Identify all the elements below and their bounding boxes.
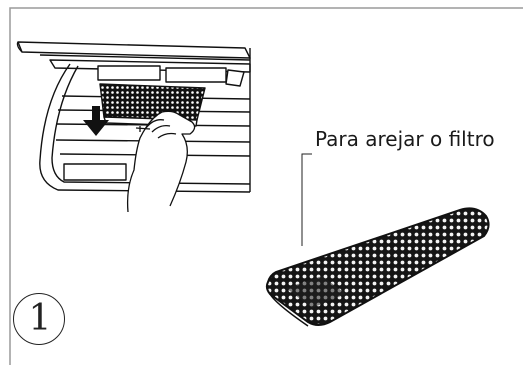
filter-illustration: [265, 207, 490, 327]
air-conditioner-illustration: [16, 41, 251, 193]
step-number-badge: 1: [13, 293, 65, 345]
hand-illustration: [126, 110, 196, 213]
step-number: 1: [28, 298, 52, 339]
caption-leader-line: [301, 153, 312, 246]
frame-border: [9, 7, 523, 365]
caption-label: Para arejar o filtro: [315, 127, 495, 151]
down-arrow-icon: [83, 106, 109, 136]
